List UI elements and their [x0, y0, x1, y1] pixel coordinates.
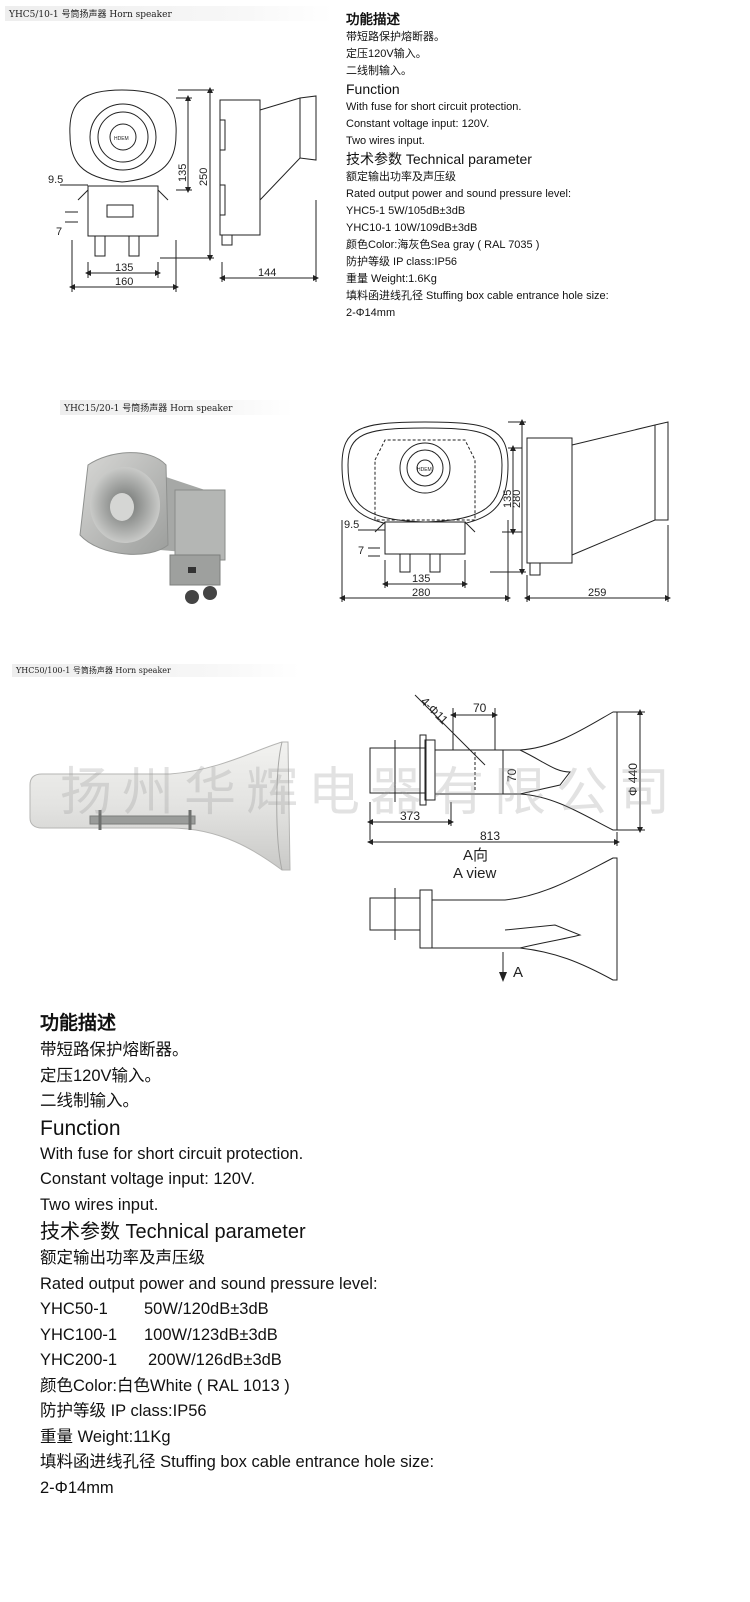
model-line: YHC200-1 200W/126dB±3dB — [40, 1348, 740, 1374]
model-line: YHC100-1 100W/123dB±3dB — [40, 1323, 740, 1349]
product1-drawing: HDEM 9.5 7 135 250 135 160 144 — [48, 87, 319, 292]
dim-70-v: 70 — [505, 768, 519, 782]
view-label-cn: A向 — [463, 847, 488, 864]
func-en-line: With fuse for short circuit protection. — [346, 101, 522, 113]
func-en-line: Two wires input. — [40, 1195, 159, 1214]
tech-title: 技术参数 Technical parameter — [346, 151, 532, 167]
weight-line: 重量 Weight:11Kg — [40, 1427, 171, 1446]
product1-spec: 功能描述 带短路保护熔断器。 定压120V输入。 二线制输入。 Function… — [346, 10, 746, 322]
func-cn-line: 带短路保护熔断器。 — [346, 31, 445, 43]
func-en-line: With fuse for short circuit protection. — [40, 1144, 304, 1163]
func-en-line: Two wires input. — [346, 135, 425, 147]
dim-144: 144 — [258, 267, 276, 279]
product2-drawing: HDEM 9.5 7 135 280 135 280 259 — [339, 419, 671, 602]
dim-70-h: 70 — [473, 701, 487, 715]
func-cn-line: 二线制输入。 — [346, 65, 412, 77]
dim-7: 7 — [56, 226, 62, 238]
product3-drawing: 4-Φ11 70 70 Φ 440 373 813 A向 A view A — [367, 694, 645, 982]
hole-line: 2-Φ14mm — [40, 1478, 114, 1497]
weight-line: 重量 Weight:1.6Kg — [346, 273, 437, 285]
dim-813: 813 — [480, 829, 500, 843]
rated-cn: 额定输出功率及声压级 — [40, 1249, 205, 1267]
rated-en: Rated output power and sound pressure le… — [346, 188, 572, 200]
dim-250: 250 — [198, 168, 210, 186]
dim-259: 259 — [588, 587, 606, 599]
func-en-title: Function — [346, 81, 400, 97]
dim-160: 160 — [115, 276, 133, 288]
stuffing-line: 填料函进线孔径 Stuffing box cable entrance hole… — [40, 1453, 435, 1471]
product3-photo — [29, 741, 291, 871]
dim-280-h: 280 — [412, 587, 430, 599]
func-en-line: Constant voltage input: 120V. — [346, 118, 490, 130]
dim-440: Φ 440 — [626, 763, 640, 796]
product3-spec: 功能描述 带短路保护熔断器。 定压120V输入。 二线制输入。 Function… — [40, 1010, 740, 1501]
dim-135-h: 135 — [412, 573, 430, 585]
watermark-text: 扬州华辉电器有限公司 — [60, 763, 681, 823]
ip-line: 防护等级 IP class:IP56 — [346, 256, 458, 268]
model-value: 50W/120dB±3dB — [144, 1300, 269, 1318]
model-line: YHC5-1 5W/105dB±3dB — [346, 205, 466, 217]
arrow-label: A — [513, 964, 523, 981]
dim-9-5: 9.5 — [48, 174, 63, 186]
model-line: YHC10-1 10W/109dB±3dB — [346, 222, 478, 234]
func-cn-line: 定压120V输入。 — [40, 1066, 162, 1085]
func-en-line: Constant voltage input: 120V. — [40, 1170, 255, 1188]
product1-caption: YHC5/10-1 号筒扬声器 Horn speaker — [5, 6, 333, 21]
func-cn-line: 带短路保护熔断器。 — [40, 1041, 189, 1059]
dim-373: 373 — [400, 809, 420, 823]
dim-135-v: 135 — [502, 490, 514, 508]
func-en-title: Function — [40, 1116, 121, 1140]
func-cn-title: 功能描述 — [346, 12, 400, 27]
dim-holes: 4-Φ11 — [418, 694, 451, 727]
func-cn-line: 定压120V输入。 — [346, 48, 427, 60]
dim-135-v: 135 — [177, 164, 189, 182]
view-label-en: A view — [453, 865, 497, 882]
model-line: YHC50-1 50W/120dB±3dB — [40, 1297, 740, 1323]
dim-135-h: 135 — [115, 262, 133, 274]
product3-caption: YHC50/100-1 号筒扬声器 Horn speaker — [12, 664, 300, 677]
logo-text: HDEM — [417, 467, 432, 473]
ip-line: 防护等级 IP class:IP56 — [40, 1402, 207, 1420]
model-name: YHC200-1 — [40, 1351, 118, 1369]
func-cn-title: 功能描述 — [40, 1013, 117, 1034]
model-name: YHC100-1 — [40, 1325, 118, 1344]
model-value: 100W/123dB±3dB — [144, 1325, 278, 1344]
dim-280-v: 280 — [511, 490, 523, 508]
func-cn-line: 二线制输入。 — [40, 1092, 139, 1110]
color-line: 颜色Color:海灰色Sea gray ( RAL 7035 ) — [346, 239, 540, 251]
rated-en: Rated output power and sound pressure le… — [40, 1274, 378, 1293]
model-value: 200W/126dB±3dB — [148, 1351, 282, 1369]
tech-title: 技术参数 Technical parameter — [40, 1221, 306, 1243]
dim-9-5: 9.5 — [344, 519, 359, 531]
model-name: YHC50-1 — [40, 1300, 108, 1318]
rated-cn: 额定输出功率及声压级 — [346, 171, 456, 183]
color-line: 颜色Color:白色White ( RAL 1013 ) — [40, 1376, 290, 1395]
hole-line: 2-Φ14mm — [346, 307, 396, 319]
logo-text: HDEM — [114, 136, 129, 142]
dim-7: 7 — [358, 545, 364, 557]
stuffing-line: 填料函进线孔径 Stuffing box cable entrance hole… — [346, 290, 609, 302]
product2-caption: YHC15/20-1 号筒扬声器 Horn speaker — [60, 400, 293, 415]
product2-photo — [79, 452, 226, 604]
